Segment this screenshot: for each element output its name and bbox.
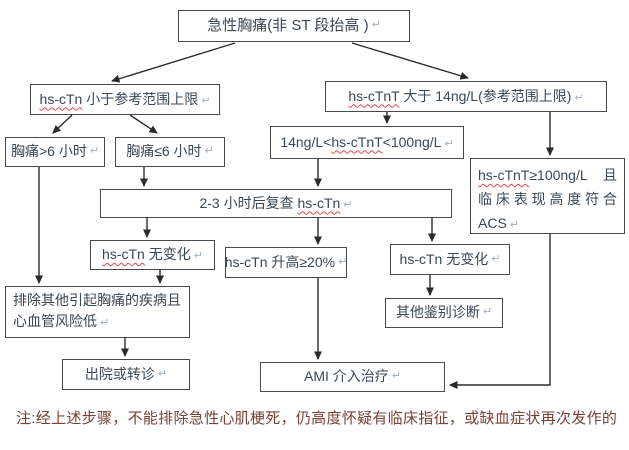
return-mark: ↵ [444,137,454,150]
node-no-change-left-term: hs-cTn [102,246,145,263]
node-ctnt-over-100-acs-label: ≥100ng/L 且临床表现高度符合 ACS [478,167,617,231]
return-mark: ↵ [193,250,203,263]
return-mark: ↵ [100,317,110,329]
node-exclude-other-disease: 排除其他引起胸痛的疾病且心血管风险低↵ [5,286,190,338]
node-hs-ctn-below-limit: hs-cTn 小于参考范围上限↵ [30,84,220,115]
return-mark: ↵ [574,91,584,104]
return-mark: ↵ [509,219,520,231]
node-hs-ctn-below-limit-term: hs-cTn [39,90,83,107]
return-mark: ↵ [491,252,501,265]
node-recheck-2-3h-pre: 2-3 小时后复查 [199,194,298,211]
footnote: 注:经上述步骤，不能排除急性心肌梗死，仍高度怀疑有临床指征，或缺血症状再次发作的 [16,410,618,427]
node-pain-over-6h-label: 胸痛>6 小时 [10,143,87,160]
node-rise-20pct-label: hs-cTn 升高≥20% [224,253,336,270]
node-ami-intervention-label: AMI 介入治疗 [304,368,389,385]
return-mark: ↵ [482,306,493,319]
node-hs-ctnt-above-14-label: 大于 14ng/L(参考范围上限) [399,87,572,104]
return-mark: ↵ [391,370,401,383]
node-recheck-2-3h: 2-3 小时后复查 hs-cTn↵ [100,189,452,218]
node-no-change-left-label: 无变化 [144,246,191,263]
node-acute-chest-pain-label: 急性胸痛(非 ST 段抬高 ) [207,16,369,34]
return-mark: ↵ [204,145,214,158]
node-no-change-right: hs-cTn 无变化↵ [390,244,510,275]
node-pain-under-6h: 胸痛≤6 小时↵ [115,137,225,167]
node-ctnt-over-100-acs: hs-cTnT≥100ng/L 且临床表现高度符合 ACS↵ [470,158,625,234]
node-pain-under-6h-label: 胸痛≤6 小时 [126,143,202,160]
node-other-differential-dx: 其他鉴别诊断↵ [385,298,503,328]
node-discharge-or-referral-label: 出院或转诊 [84,365,155,382]
node-recheck-2-3h-term: hs-cTn [297,194,341,211]
node-discharge-or-referral: 出院或转诊↵ [62,359,190,390]
node-hs-ctnt-above-14-term: hs-cTnT [348,87,400,104]
node-no-change-left: hs-cTn 无变化↵ [90,240,215,270]
node-ctnt-14-100-term: hs-cTnT [331,133,383,150]
node-other-differential-dx-label: 其他鉴别诊断 [395,304,480,321]
node-acute-chest-pain: 急性胸痛(非 ST 段抬高 )↵ [178,10,410,42]
return-mark: ↵ [343,198,353,211]
node-ctnt-14-100: 14ng/L<hs-cTnT<100ng/L↵ [270,126,464,159]
node-ctnt-14-100-label: <100ng/L [382,133,442,150]
node-rise-20pct: hs-cTn 升高≥20%↵ [225,247,347,278]
node-ctnt-14-100-pre: 14ng/L< [280,133,332,150]
node-exclude-other-disease-label: 排除其他引起胸痛的疾病且心血管风险低 [13,292,181,329]
node-ami-intervention: AMI 介入治疗↵ [260,362,445,392]
node-pain-over-6h: 胸痛>6 小时↵ [5,137,105,167]
node-hs-ctnt-above-14: hs-cTnT 大于 14ng/L(参考范围上限)↵ [325,81,607,112]
return-mark: ↵ [371,19,381,32]
node-hs-ctn-below-limit-label: 小于参考范围上限 [82,90,199,107]
return-mark: ↵ [157,367,168,380]
node-no-change-right-label: hs-cTn 无变化 [399,250,489,267]
return-mark: ↵ [338,255,348,268]
node-ctnt-over-100-acs-term: hs-cTnT [478,167,530,183]
return-mark: ↵ [89,145,100,158]
return-mark: ↵ [201,94,211,107]
